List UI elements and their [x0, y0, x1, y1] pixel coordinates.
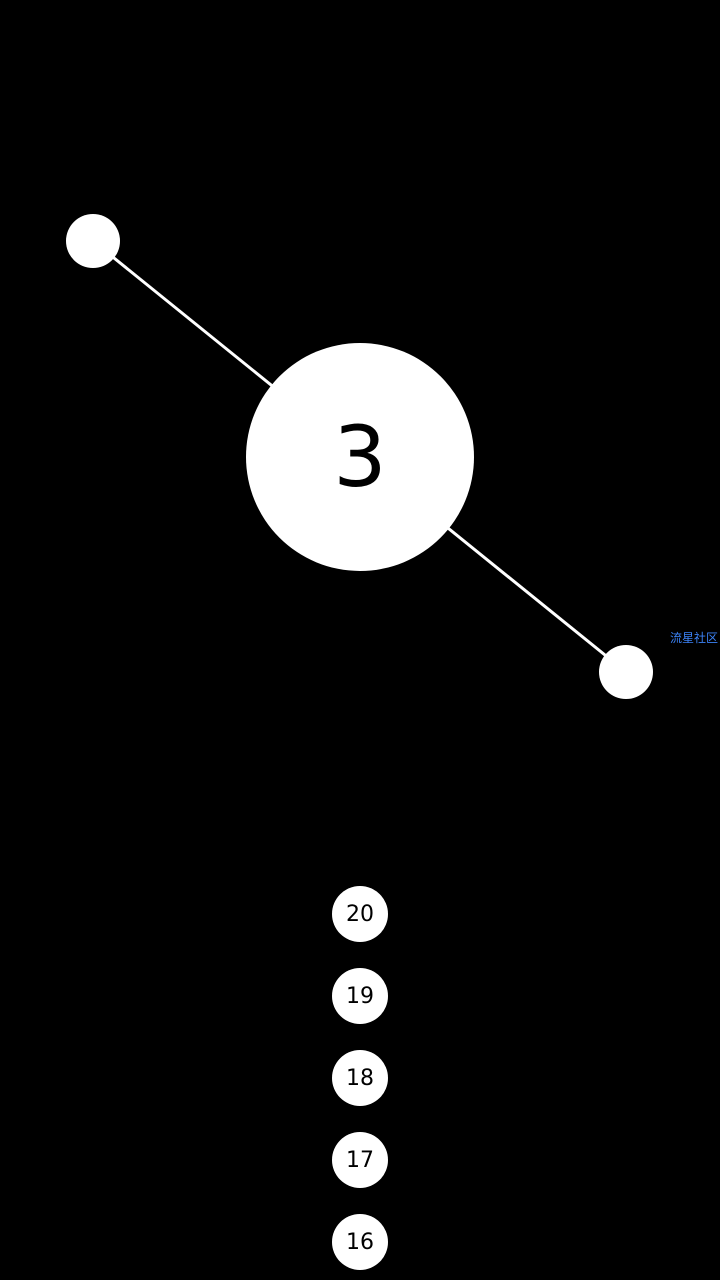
- pending-ball: 17: [332, 1132, 388, 1188]
- stuck-pin: [66, 214, 120, 268]
- pending-ball: 18: [332, 1050, 388, 1106]
- pending-ball[interactable]: 20: [332, 886, 388, 942]
- stuck-pin: [599, 645, 653, 699]
- level-number: 3: [333, 408, 387, 506]
- target-circle: [246, 343, 474, 571]
- pending-ball: 16: [332, 1214, 388, 1270]
- pending-ball: 19: [332, 968, 388, 1024]
- watermark-text: 流星社区: [670, 631, 719, 645]
